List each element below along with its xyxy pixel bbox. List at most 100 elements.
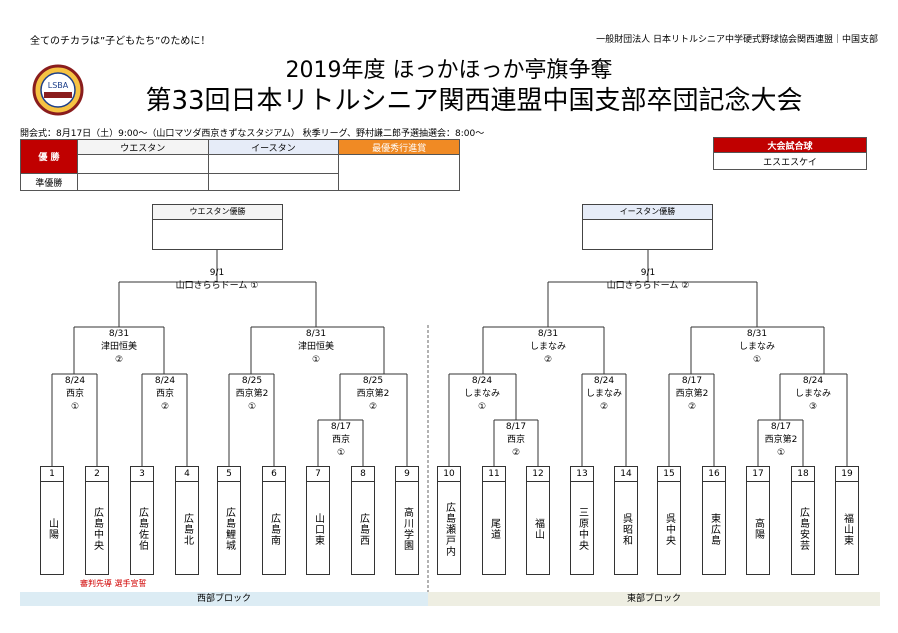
team-box: 19 福山東 [835,466,859,575]
team-number: 15 [658,467,680,482]
team-name: 三原中央 [576,507,588,551]
team-number: 9 [396,467,418,482]
west-block-bar: 西部ブロック [20,592,428,606]
west-final-label: 9/1 山口きららドーム ① [142,267,292,293]
team-box: 10 広島瀬戸内 [437,466,461,575]
team-name: 広島佐伯 [136,507,148,551]
team-name: 福山 [532,518,544,540]
team-box: 15 呉中央 [657,466,681,575]
team-number: 19 [836,467,858,482]
team-name: 呉中央 [663,512,675,546]
match-date: 9/1 [640,268,656,278]
team-name: 福山東 [841,512,853,546]
east-champion-title: イースタン優勝 [583,205,712,220]
team-number: 10 [438,467,460,482]
team-box: 18 広島安芸 [791,466,815,575]
east-champion-box: イースタン優勝 [582,204,713,250]
west-champion-title: ウエスタン優勝 [153,205,282,220]
team-box: 11 尾道 [482,466,506,575]
league-logo: LSBA [32,64,84,116]
team-number: 1 [41,467,63,482]
team-box: 13 三原中央 [570,466,594,575]
match-ball-value: エスエスケイ [713,152,867,170]
team-name: 広島安芸 [797,507,809,551]
results-table: 優 勝 ウエスタン イースタン 最優秀行進賞 準優勝 [20,139,460,191]
match-ball-table: 大会試合球 エスエスケイ [713,137,867,170]
winner-label: 優 勝 [20,139,78,174]
team-number: 12 [527,467,549,482]
team-number: 6 [263,467,285,482]
team-number: 11 [483,467,505,482]
team-box: 8 広島西 [351,466,375,575]
team-box: 2 広島中央 [85,466,109,575]
team-name: 高川学園 [401,507,413,551]
team-number: 2 [86,467,108,482]
team-box: 14 呉昭和 [614,466,638,575]
opening-info: 開会式：8月17日（土）9:00～（山口マツダ西京きずなスタジアム） 秋季リーグ… [20,129,485,139]
logo-text: LSBA [48,81,69,90]
match-date: 9/1 [209,268,225,278]
match-ball-title: 大会試合球 [713,137,867,153]
team-number: 4 [176,467,198,482]
east-block-bar: 東部ブロック [428,592,880,606]
west-champion-box: ウエスタン優勝 [152,204,283,250]
organization-name: 一般財団法人 日本リトルシニア中学硬式野球協会関西連盟｜中国支部 [596,35,878,45]
team-name: 広島北 [181,512,193,546]
team-number: 5 [218,467,240,482]
team-name: 広島南 [268,512,280,546]
team-number: 7 [307,467,329,482]
title-line-1: 2019年度 ほっかほっか亭旗争奪 [285,58,613,83]
ceremony-note: 審判先導 選手宣誓 [80,579,147,588]
team-box: 12 福山 [526,466,550,575]
title-line-2: 第33回日本リトルシニア関西連盟中国支部卒団記念大会 [145,86,803,116]
team-name: 呉昭和 [620,512,632,546]
team-name: 山口東 [312,512,324,546]
team-number: 16 [703,467,725,482]
team-name: 広島中央 [91,507,103,551]
runnerup-label: 準優勝 [20,173,78,191]
slogan: 全てのチカラは”子どもたち”のために！ [30,36,211,47]
team-name: 広島瀬戸内 [443,501,455,557]
team-box: 6 広島南 [262,466,286,575]
team-box: 16 東広島 [702,466,726,575]
team-name: 尾道 [488,518,500,540]
team-box: 7 山口東 [306,466,330,575]
team-name: 東広島 [708,512,720,546]
team-box: 3 広島佐伯 [130,466,154,575]
team-name: 高陽 [752,518,764,540]
team-name: 山陽 [46,518,58,540]
mvp-cell [338,154,460,191]
team-number: 14 [615,467,637,482]
east-runnerup-cell [207,173,340,191]
east-header: イースタン [207,139,340,155]
team-number: 8 [352,467,374,482]
team-number: 18 [792,467,814,482]
match-venue: 山口きららドーム ① [175,281,259,291]
team-number: 3 [131,467,153,482]
team-box: 9 高川学園 [395,466,419,575]
east-final-label: 9/1 山口きららドーム ② [573,267,723,293]
team-number: 13 [571,467,593,482]
team-name: 広島西 [357,512,369,546]
team-name: 広島鯉城 [223,507,235,551]
team-box: 5 広島鯉城 [217,466,241,575]
match-venue: 山口きららドーム ② [606,281,690,291]
team-box: 4 広島北 [175,466,199,575]
